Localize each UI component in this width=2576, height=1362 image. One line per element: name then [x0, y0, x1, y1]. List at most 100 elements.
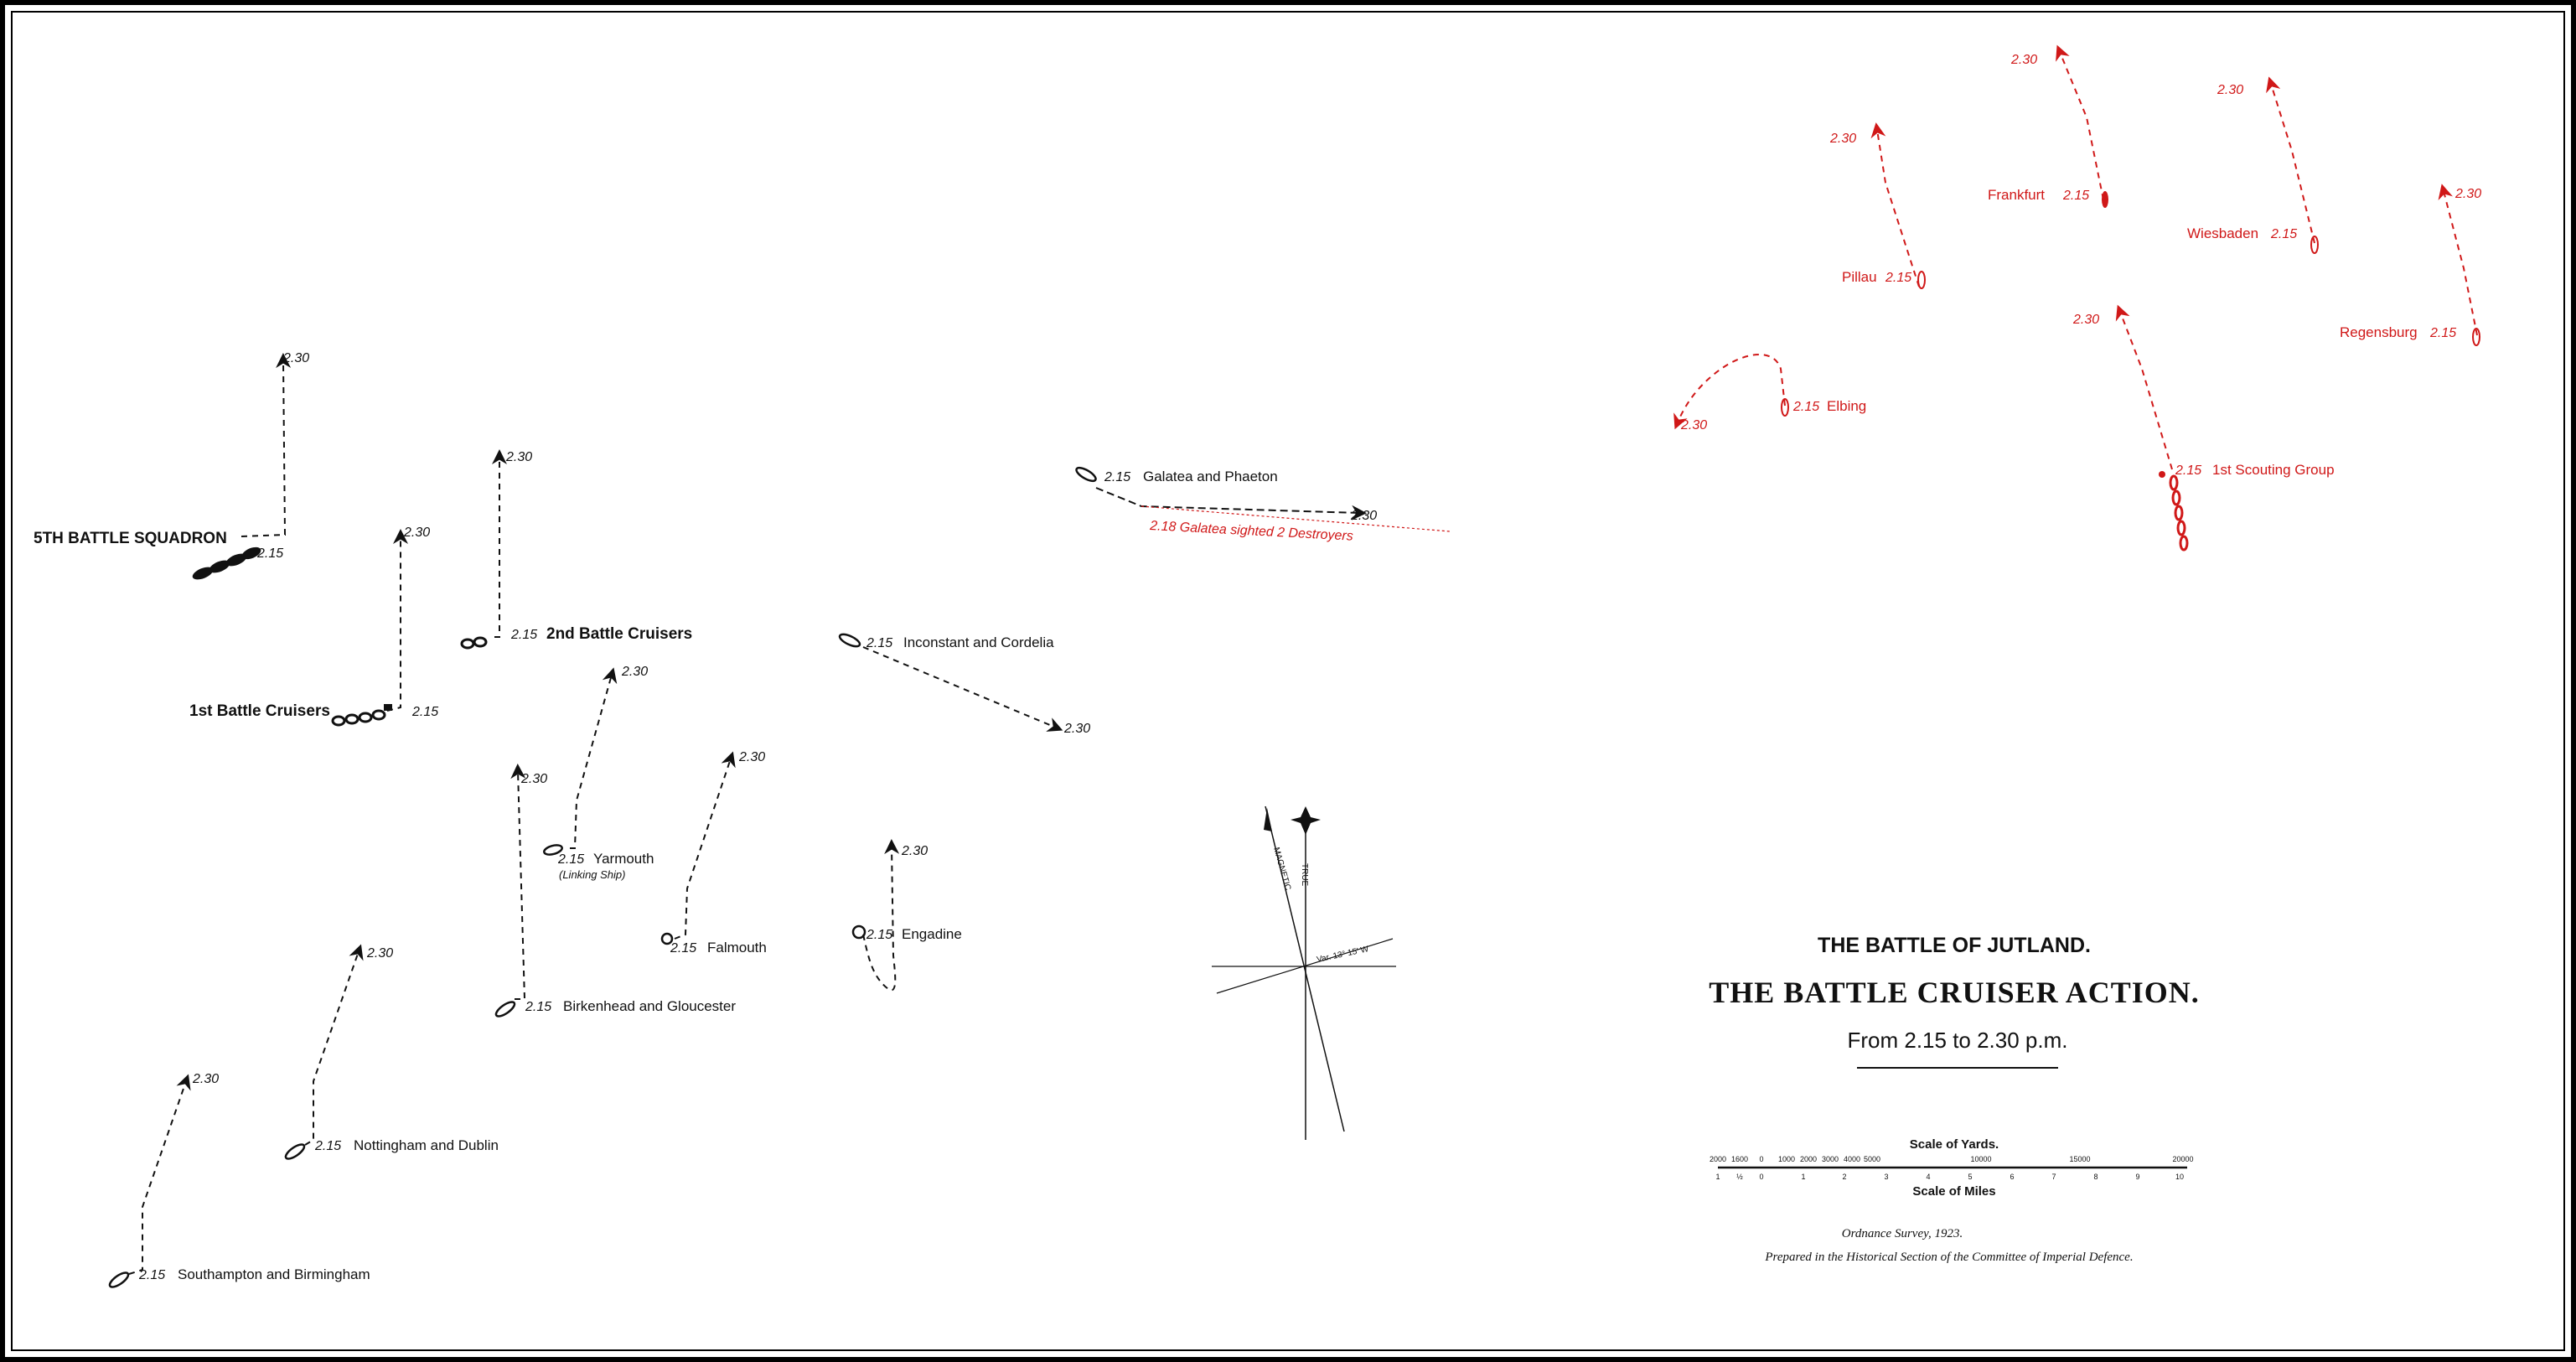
svg-text:2.30: 2.30 — [1350, 509, 1377, 523]
svg-text:9: 9 — [2135, 1173, 2139, 1181]
svg-text:15000: 15000 — [2069, 1155, 2090, 1163]
unit-frankfurt: Frankfurt 2.15 2.30 — [1988, 44, 2108, 208]
svg-text:2.15: 2.15 — [1885, 271, 1911, 285]
svg-text:5: 5 — [1968, 1173, 1972, 1181]
label-1st-battle-cruisers: 1st Battle Cruisers — [189, 702, 330, 720]
label-galatea-sighted: 2.18 Galatea sighted 2 Destroyers — [1149, 519, 1353, 544]
svg-text:20000: 20000 — [2172, 1155, 2193, 1163]
svg-text:10: 10 — [2175, 1173, 2184, 1181]
svg-text:2000: 2000 — [1710, 1155, 1726, 1163]
svg-text:2.30: 2.30 — [1829, 132, 1856, 146]
compass-variation-label: Var. 13° 15' W — [1316, 945, 1369, 965]
svg-text:4000: 4000 — [1844, 1155, 1860, 1163]
svg-text:2.30: 2.30 — [520, 772, 547, 786]
svg-text:2.15: 2.15 — [256, 546, 283, 561]
svg-text:2.15: 2.15 — [411, 705, 438, 719]
label-frankfurt: Frankfurt — [1988, 187, 2045, 203]
svg-text:2.30: 2.30 — [403, 526, 430, 540]
svg-text:5000: 5000 — [1864, 1155, 1880, 1163]
svg-text:2.15: 2.15 — [1792, 400, 1819, 414]
unit-5th-battle-squadron: 5TH BATTLE SQUADRON 2.15 2.30 — [34, 351, 309, 580]
unit-southampton-birmingham: 2.15 Southampton and Birmingham 2.30 — [108, 1072, 370, 1288]
svg-text:0: 0 — [1759, 1155, 1763, 1163]
label-regensburg: Regensburg — [2340, 324, 2418, 340]
label-birkenhead-gloucester: Birkenhead and Gloucester — [563, 998, 736, 1014]
svg-text:2.30: 2.30 — [282, 351, 309, 365]
label-1st-scouting-group: 1st Scouting Group — [2212, 462, 2335, 478]
scale-bar: Scale of Yards. 2000 1600 0 1000 2000 30… — [1710, 1137, 2194, 1199]
unit-elbing: 2.15 Elbing 2.30 — [1673, 354, 1866, 432]
svg-text:(Linking Ship): (Linking Ship) — [559, 868, 626, 881]
svg-text:2.15: 2.15 — [138, 1268, 165, 1282]
label-inconstant-cordelia: Inconstant and Cordelia — [903, 634, 1054, 650]
label-falmouth: Falmouth — [707, 940, 767, 955]
footer-survey: Ordnance Survey, 1923. — [1842, 1227, 1963, 1240]
svg-text:3000: 3000 — [1822, 1155, 1839, 1163]
svg-text:1: 1 — [1801, 1173, 1805, 1181]
yard-ticks: 2000 1600 0 1000 2000 3000 4000 5000 100… — [1710, 1155, 2194, 1163]
svg-text:2.30: 2.30 — [1063, 722, 1090, 736]
title-line-2: THE BATTLE CRUISER ACTION. — [1709, 976, 2199, 1009]
unit-pillau: Pillau 2.15 2.30 — [1829, 122, 1926, 289]
label-nottingham-dublin: Nottingham and Dublin — [354, 1137, 499, 1153]
svg-text:10000: 10000 — [1970, 1155, 1991, 1163]
compass-true-label: TRUE — [1300, 863, 1309, 887]
svg-text:2.30: 2.30 — [2216, 83, 2243, 97]
svg-text:2.30: 2.30 — [738, 750, 765, 764]
svg-text:2: 2 — [1842, 1173, 1846, 1181]
scale-yards-title: Scale of Yards. — [1910, 1137, 1999, 1152]
svg-text:½: ½ — [1736, 1173, 1743, 1181]
north-star-icon — [1291, 806, 1321, 835]
label-wiesbaden: Wiesbaden — [2187, 225, 2258, 241]
unit-birkenhead-gloucester: 2.15 Birkenhead and Gloucester 2.30 — [494, 764, 736, 1018]
svg-text:2.15: 2.15 — [557, 852, 584, 867]
svg-text:2.30: 2.30 — [505, 450, 532, 464]
title-line-3: From 2.15 to 2.30 p.m. — [1847, 1028, 2067, 1053]
label-5th-battle-squadron: 5TH BATTLE SQUADRON — [34, 530, 227, 547]
svg-text:3: 3 — [1884, 1173, 1888, 1181]
label-southampton-birmingham: Southampton and Birmingham — [178, 1266, 370, 1282]
svg-text:7: 7 — [2051, 1173, 2056, 1181]
svg-text:2.30: 2.30 — [366, 946, 393, 961]
label-elbing: Elbing — [1827, 398, 1866, 414]
inner-border — [11, 11, 2565, 1351]
svg-text:2.30: 2.30 — [192, 1072, 219, 1086]
svg-text:2.15: 2.15 — [866, 636, 892, 650]
svg-text:1: 1 — [1715, 1173, 1720, 1181]
svg-text:2000: 2000 — [1800, 1155, 1817, 1163]
svg-text:2.15: 2.15 — [670, 941, 696, 955]
unit-regensburg: Regensburg 2.15 2.30 — [2340, 184, 2481, 346]
title-line-1: THE BATTLE OF JUTLAND. — [1818, 934, 2091, 957]
unit-wiesbaden: Wiesbaden 2.15 2.30 — [2187, 76, 2319, 254]
svg-text:8: 8 — [2093, 1173, 2098, 1181]
svg-text:4: 4 — [1926, 1173, 1930, 1181]
label-pillau: Pillau — [1842, 269, 1877, 285]
svg-text:2.15: 2.15 — [2270, 227, 2297, 241]
svg-text:2.15: 2.15 — [510, 628, 537, 642]
svg-text:0: 0 — [1759, 1173, 1763, 1181]
unit-nottingham-dublin: 2.15 Nottingham and Dublin 2.30 — [284, 944, 499, 1160]
unit-1st-battle-cruisers: 1st Battle Cruisers 2.15 2.30 — [189, 526, 438, 727]
svg-text:2.15: 2.15 — [2062, 189, 2089, 203]
unit-inconstant-cordelia: 2.15 Inconstant and Cordelia 2.30 — [838, 633, 1090, 736]
svg-text:2.15: 2.15 — [525, 1000, 551, 1014]
svg-text:6: 6 — [2010, 1173, 2014, 1181]
label-yarmouth: Yarmouth — [593, 851, 654, 867]
unit-2nd-battle-cruisers: 2.15 2nd Battle Cruisers 2.30 — [460, 449, 692, 650]
svg-text:2.30: 2.30 — [2454, 187, 2481, 201]
svg-text:2.15: 2.15 — [2175, 463, 2201, 478]
label-2nd-battle-cruisers: 2nd Battle Cruisers — [546, 625, 692, 643]
unit-yarmouth: 2.15 Yarmouth (Linking Ship) 2.30 — [543, 665, 654, 881]
unit-galatea-phaeton: 2.15 Galatea and Phaeton 2.30 2.18 Galat… — [1075, 466, 1451, 544]
scale-miles-title: Scale of Miles — [1912, 1184, 1995, 1199]
svg-text:2.15: 2.15 — [2429, 326, 2456, 340]
svg-text:1000: 1000 — [1778, 1155, 1795, 1163]
compass-rose: TRUE MAGNETIC Var. 13° 15' W — [1212, 805, 1396, 1140]
svg-text:2.15: 2.15 — [866, 928, 892, 942]
svg-text:2.15: 2.15 — [1104, 470, 1130, 484]
svg-text:1600: 1600 — [1731, 1155, 1748, 1163]
unit-engadine: 2.15 Engadine 2.30 — [851, 839, 962, 992]
label-engadine: Engadine — [902, 926, 962, 942]
